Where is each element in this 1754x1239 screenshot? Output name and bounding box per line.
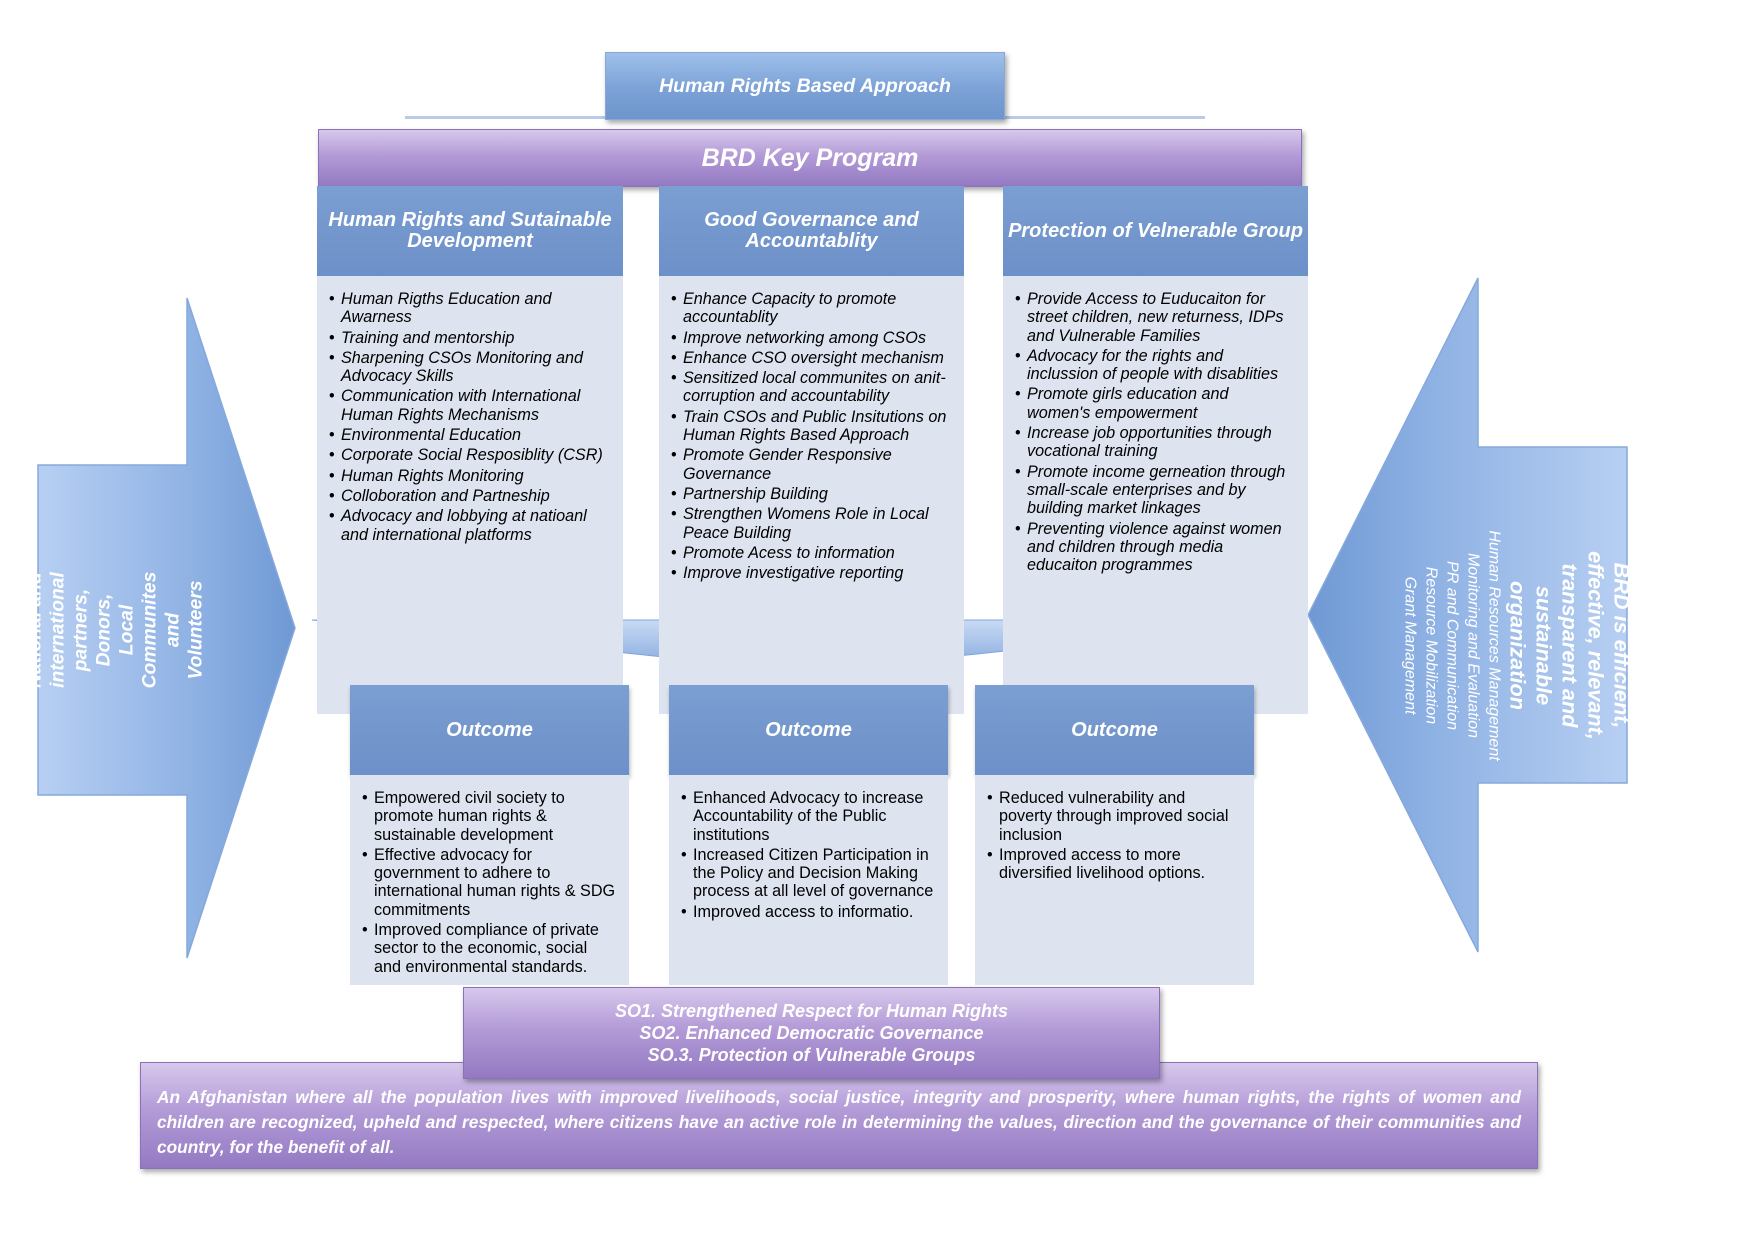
list-item: Reduced vulnerability and poverty throug… bbox=[985, 789, 1242, 844]
program-column: Human Rights and Sutainable Development … bbox=[317, 186, 623, 714]
list-item: Sensitized local communites on anit-corr… bbox=[669, 369, 952, 406]
program-column-body: Human Rigths Education and Awarness Trai… bbox=[317, 276, 623, 714]
list-item: Effective advocacy for government to adh… bbox=[360, 846, 617, 919]
list-item: Improved access to informatio. bbox=[679, 903, 936, 922]
list-item: Strengthen Womens Role in Local Peace Bu… bbox=[669, 505, 952, 542]
program-column-header: Protection of Velnerable Group bbox=[1003, 186, 1308, 276]
list-item: Partnership Building bbox=[669, 485, 952, 504]
list-item: Advocacy for the rights and inclussion o… bbox=[1013, 347, 1296, 384]
right-arrow-headline: sustainable organization bbox=[1505, 580, 1557, 710]
list-item: Training and mentorship bbox=[327, 329, 611, 348]
strategic-objective: SO.3. Protection of Vulnerable Groups bbox=[647, 1045, 976, 1065]
list-item: Increase job opportunities through vocat… bbox=[1013, 424, 1296, 461]
list-item: Train CSOs and Public Insitutions on Hum… bbox=[669, 408, 952, 445]
right-arrow-subline: PR and Communication bbox=[1443, 560, 1461, 730]
list-item: Environmental Education bbox=[327, 426, 611, 445]
list-item: Colloboration and Partneship bbox=[327, 487, 611, 506]
program-column-title: Good Governance and Accountablity bbox=[704, 209, 919, 252]
program-column-body: Provide Access to Euducaiton for street … bbox=[1003, 276, 1308, 714]
strategic-objective: SO2. Enhanced Democratic Governance bbox=[639, 1023, 984, 1043]
list-item: Enhanced Advocacy to increase Accountabi… bbox=[679, 789, 936, 844]
outcome-header: Outcome bbox=[350, 685, 629, 775]
program-column-title: Protection of Velnerable Group bbox=[1008, 219, 1303, 242]
outcome-header: Outcome bbox=[975, 685, 1254, 775]
list-item: Advocacy and lobbying at natioanl and in… bbox=[327, 507, 611, 544]
left-arrow-label: Government Counterpart National and inte… bbox=[1, 465, 206, 795]
right-arrow-headline: effective, relevant, bbox=[1583, 550, 1609, 740]
key-program-band: BRD Key Program bbox=[318, 129, 1302, 187]
left-arrow-shape bbox=[37, 297, 296, 959]
right-arrow-headline: BRD is efficient, bbox=[1609, 562, 1635, 728]
outcome-body: Empowered civil society to promote human… bbox=[350, 775, 629, 985]
right-arrow-subline: Grant Management bbox=[1401, 576, 1419, 714]
list-item: Improve investigative reporting bbox=[669, 564, 952, 583]
list-item: Communication with International Human R… bbox=[327, 387, 611, 424]
hrba-box: Human Rights Based Approach bbox=[605, 52, 1005, 120]
outcome-body: Reduced vulnerability and poverty throug… bbox=[975, 775, 1254, 985]
list-item: Promote income gerneation through small-… bbox=[1013, 463, 1296, 518]
program-column-header: Human Rights and Sutainable Development bbox=[317, 186, 623, 276]
key-program-label: BRD Key Program bbox=[701, 143, 919, 172]
list-item: Promote Gender Responsive Governance bbox=[669, 446, 952, 483]
right-arrow-subline: Resource Mobilization bbox=[1422, 566, 1440, 724]
outcome-title: Outcome bbox=[446, 718, 533, 741]
vision-statement: An Afghanistan where all the population … bbox=[157, 1087, 1521, 1157]
program-column-title: Human Rights and Sutainable Development bbox=[328, 209, 612, 252]
list-item: Human Rigths Education and Awarness bbox=[327, 290, 611, 327]
outcome-body: Enhanced Advocacy to increase Accountabi… bbox=[669, 775, 948, 985]
list-item: Improved compliance of private sector to… bbox=[360, 921, 617, 976]
program-column-body: Enhance Capacity to promote accountablit… bbox=[659, 276, 964, 714]
right-arrow-label: BRD is efficient, effective, relevant, t… bbox=[1392, 445, 1642, 845]
list-item: Human Rights Monitoring bbox=[327, 467, 611, 486]
outcome-title: Outcome bbox=[765, 718, 852, 741]
program-column-header: Good Governance and Accountablity bbox=[659, 186, 964, 276]
left-arrow-line: partners, Donors, Local bbox=[70, 588, 137, 672]
right-arrow-shape bbox=[1307, 277, 1628, 953]
strategic-objectives-band: SO1. Strengthened Respect for Human Righ… bbox=[463, 987, 1160, 1079]
outcome-header: Outcome bbox=[669, 685, 948, 775]
outcome-title: Outcome bbox=[1071, 718, 1158, 741]
strategic-objective: SO1. Strengthened Respect for Human Righ… bbox=[614, 1001, 1009, 1021]
hrba-label: Human Rights Based Approach bbox=[659, 74, 951, 97]
outcome-column: Outcome Reduced vulnerability and povert… bbox=[975, 685, 1254, 985]
vision-band: An Afghanistan where all the population … bbox=[140, 1062, 1538, 1169]
list-item: Sharpening CSOs Monitoring and Advocacy … bbox=[327, 349, 611, 386]
right-arrow-subline: Human Resources Management bbox=[1485, 529, 1503, 761]
list-item: Promote Acess to information bbox=[669, 544, 952, 563]
outcome-column: Outcome Enhanced Advocacy to increase Ac… bbox=[669, 685, 948, 985]
program-column: Good Governance and Accountablity Enhanc… bbox=[659, 186, 964, 714]
list-item: Enhance CSO oversight mechanism bbox=[669, 349, 952, 368]
left-arrow-line: National and international bbox=[24, 572, 68, 688]
list-item: Improved access to more diversified live… bbox=[985, 846, 1242, 883]
right-arrow-subline: Monitoring and Evaluation bbox=[1464, 552, 1482, 738]
program-column: Protection of Velnerable Group Provide A… bbox=[1003, 186, 1308, 714]
list-item: Improve networking among CSOs bbox=[669, 329, 952, 348]
left-arrow-line: Communites and Volunteers bbox=[139, 571, 206, 689]
list-item: Enhance Capacity to promote accountablit… bbox=[669, 290, 952, 327]
list-item: Corporate Social Resposiblity (CSR) bbox=[327, 446, 611, 465]
list-item: Preventing violence against women and ch… bbox=[1013, 520, 1296, 575]
list-item: Promote girls education and women's empo… bbox=[1013, 385, 1296, 422]
outcome-column: Outcome Empowered civil society to promo… bbox=[350, 685, 629, 985]
list-item: Increased Citizen Participation in the P… bbox=[679, 846, 936, 901]
left-arrow-line: Government Counterpart bbox=[1, 574, 22, 686]
list-item: Empowered civil society to promote human… bbox=[360, 789, 617, 844]
right-arrow-headline: transparent and bbox=[1557, 563, 1583, 727]
list-item: Provide Access to Euducaiton for street … bbox=[1013, 290, 1296, 345]
